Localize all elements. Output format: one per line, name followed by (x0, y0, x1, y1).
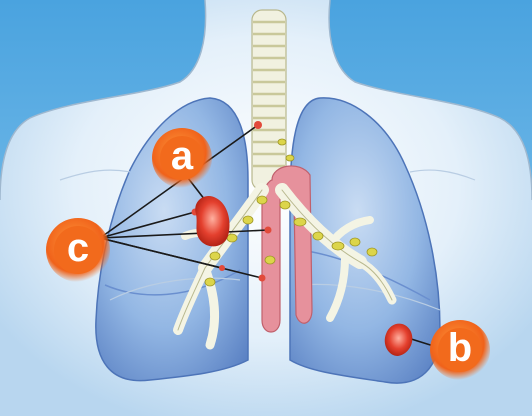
marker-a-label: a (171, 134, 194, 178)
marker-a: a (152, 128, 212, 188)
marker-c: c (46, 218, 110, 282)
marker-b-label: b (448, 326, 472, 370)
trachea (252, 10, 286, 190)
marker-b: b (430, 320, 490, 380)
marker-c-label: c (67, 226, 89, 270)
